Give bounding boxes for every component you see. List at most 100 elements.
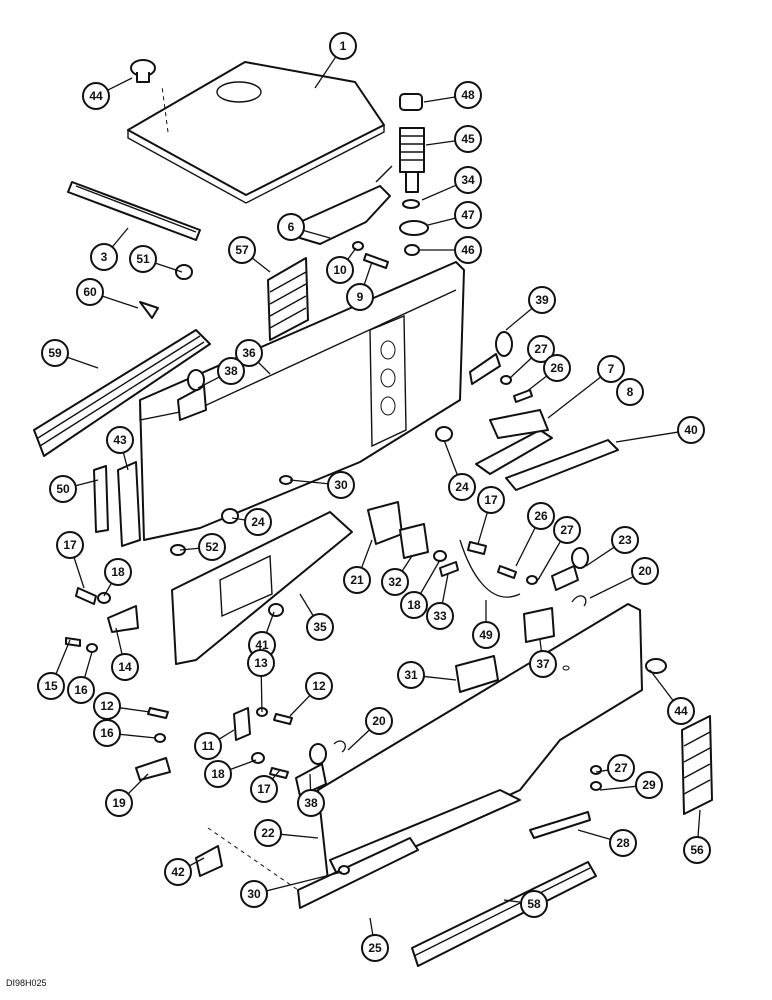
callout-label: 49 xyxy=(479,628,493,642)
callout-c44b: 44 xyxy=(667,697,695,725)
callout-label: 57 xyxy=(235,243,249,257)
leader-line-c20b xyxy=(347,729,370,751)
callout-c60: 60 xyxy=(76,278,104,306)
callout-circle xyxy=(194,732,222,760)
louvre-56 xyxy=(681,715,713,815)
callout-c30a: 30 xyxy=(327,471,355,499)
callout-label: 6 xyxy=(288,220,295,234)
callout-c29: 29 xyxy=(635,771,663,799)
plate-11 xyxy=(233,707,251,741)
callout-circle xyxy=(104,558,132,586)
leader-line-c16a xyxy=(83,651,93,678)
callout-circle xyxy=(667,697,695,725)
callout-c30b: 30 xyxy=(240,880,268,908)
callout-c58: 58 xyxy=(520,890,548,918)
callout-c27c: 27 xyxy=(607,754,635,782)
leader-line-c38a xyxy=(197,376,220,389)
callout-circle xyxy=(520,890,548,918)
block-37 xyxy=(523,607,555,643)
leader-line-c26b xyxy=(515,527,536,567)
leader-line-c59 xyxy=(67,356,99,369)
callout-c11: 11 xyxy=(194,732,222,760)
washer-10 xyxy=(352,241,364,251)
callout-c26a: 26 xyxy=(543,354,571,382)
callout-circle xyxy=(528,286,556,314)
callout-c22: 22 xyxy=(254,819,282,847)
leader-line-c42 xyxy=(189,857,205,867)
callout-circle xyxy=(277,213,305,241)
grommet-51 xyxy=(175,264,193,280)
callout-circle xyxy=(49,475,77,503)
callout-label: 59 xyxy=(48,346,62,360)
callout-label: 12 xyxy=(312,679,326,693)
callout-circle xyxy=(164,858,192,886)
callout-label: 11 xyxy=(202,739,215,753)
callout-circle xyxy=(609,829,637,857)
callout-c51: 51 xyxy=(129,245,157,273)
callout-label: 9 xyxy=(357,290,364,304)
callout-circle xyxy=(616,378,644,406)
leader-line-c21 xyxy=(360,539,373,569)
callout-c44a: 44 xyxy=(82,82,110,110)
callout-c38b: 38 xyxy=(297,789,325,817)
bracket-6 xyxy=(299,165,393,245)
main-body-panel xyxy=(139,261,465,541)
rail-3 xyxy=(67,181,201,241)
callout-c10: 10 xyxy=(326,256,354,284)
callout-label: 18 xyxy=(111,565,125,579)
bolt-9 xyxy=(363,253,389,269)
plate-28 xyxy=(529,811,591,839)
callout-label: 29 xyxy=(642,778,656,792)
mount-stack xyxy=(399,93,429,256)
callout-label: 18 xyxy=(211,767,225,781)
callout-circle xyxy=(527,502,555,530)
leader-line-c12b xyxy=(119,707,151,713)
callout-label: 40 xyxy=(684,423,698,437)
callout-circle xyxy=(346,283,374,311)
callout-circle xyxy=(607,754,635,782)
callout-circle xyxy=(454,236,482,264)
callout-label: 15 xyxy=(44,679,58,693)
leader-line-c11 xyxy=(218,729,235,740)
leader-line-c13 xyxy=(260,675,263,713)
callout-c23: 23 xyxy=(611,526,639,554)
leader-line-c28 xyxy=(577,829,611,841)
callout-label: 23 xyxy=(618,533,632,547)
callout-c46: 46 xyxy=(454,236,482,264)
leader-line-c18a xyxy=(103,582,113,597)
callout-label: 24 xyxy=(455,480,469,494)
leader-line-c38b xyxy=(309,773,312,791)
leader-line-c10 xyxy=(347,247,357,260)
callout-c21: 21 xyxy=(343,566,371,594)
leader-line-c56 xyxy=(697,809,701,838)
callout-label: 31 xyxy=(404,668,418,682)
callout-label: 21 xyxy=(350,573,364,587)
callout-label: 39 xyxy=(535,293,549,307)
callout-c25: 25 xyxy=(361,934,389,962)
callout-c17c: 17 xyxy=(250,775,278,803)
callout-label: 38 xyxy=(304,796,318,810)
callout-c45: 45 xyxy=(454,125,482,153)
callout-label: 25 xyxy=(368,941,382,955)
callout-circle xyxy=(597,355,625,383)
bolt-17-left xyxy=(75,587,97,605)
callout-label: 16 xyxy=(74,683,88,697)
leader-line-c40 xyxy=(615,431,679,443)
callout-c9: 9 xyxy=(346,283,374,311)
callout-label: 41 xyxy=(255,638,269,652)
callout-c49: 49 xyxy=(472,621,500,649)
callout-circle xyxy=(326,256,354,284)
latch-38-lower xyxy=(295,743,327,797)
callout-circle xyxy=(527,335,555,363)
spring-20-upper xyxy=(571,595,587,607)
leader-line-c27b xyxy=(537,540,562,581)
callout-circle xyxy=(543,354,571,382)
leader-line-c20a xyxy=(589,576,634,599)
leader-line-c22 xyxy=(280,833,319,839)
callout-c8: 8 xyxy=(616,378,644,406)
callout-circle xyxy=(454,166,482,194)
leader-line-c1 xyxy=(314,56,337,89)
leader-line-c17a xyxy=(477,512,488,545)
plate-32 xyxy=(399,523,429,559)
leader-line-c26a xyxy=(525,375,548,393)
